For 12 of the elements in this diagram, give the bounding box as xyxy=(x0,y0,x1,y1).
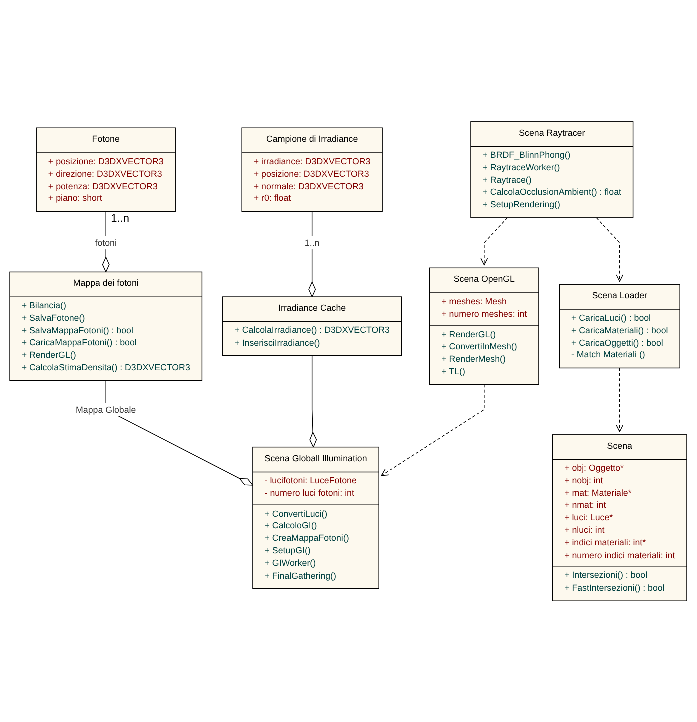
arrow xyxy=(480,217,508,266)
edge-label: Mappa Globale xyxy=(76,404,136,414)
edge-label: fotoni xyxy=(95,237,117,248)
edge-label: 1..n xyxy=(304,237,320,248)
multiplicity-label: 1..n xyxy=(111,213,130,226)
arrow xyxy=(616,367,624,432)
arrow xyxy=(596,217,624,282)
arrow xyxy=(381,384,485,476)
connector xyxy=(102,210,110,272)
connector xyxy=(106,380,254,486)
connector xyxy=(310,354,318,448)
connector xyxy=(308,210,316,297)
